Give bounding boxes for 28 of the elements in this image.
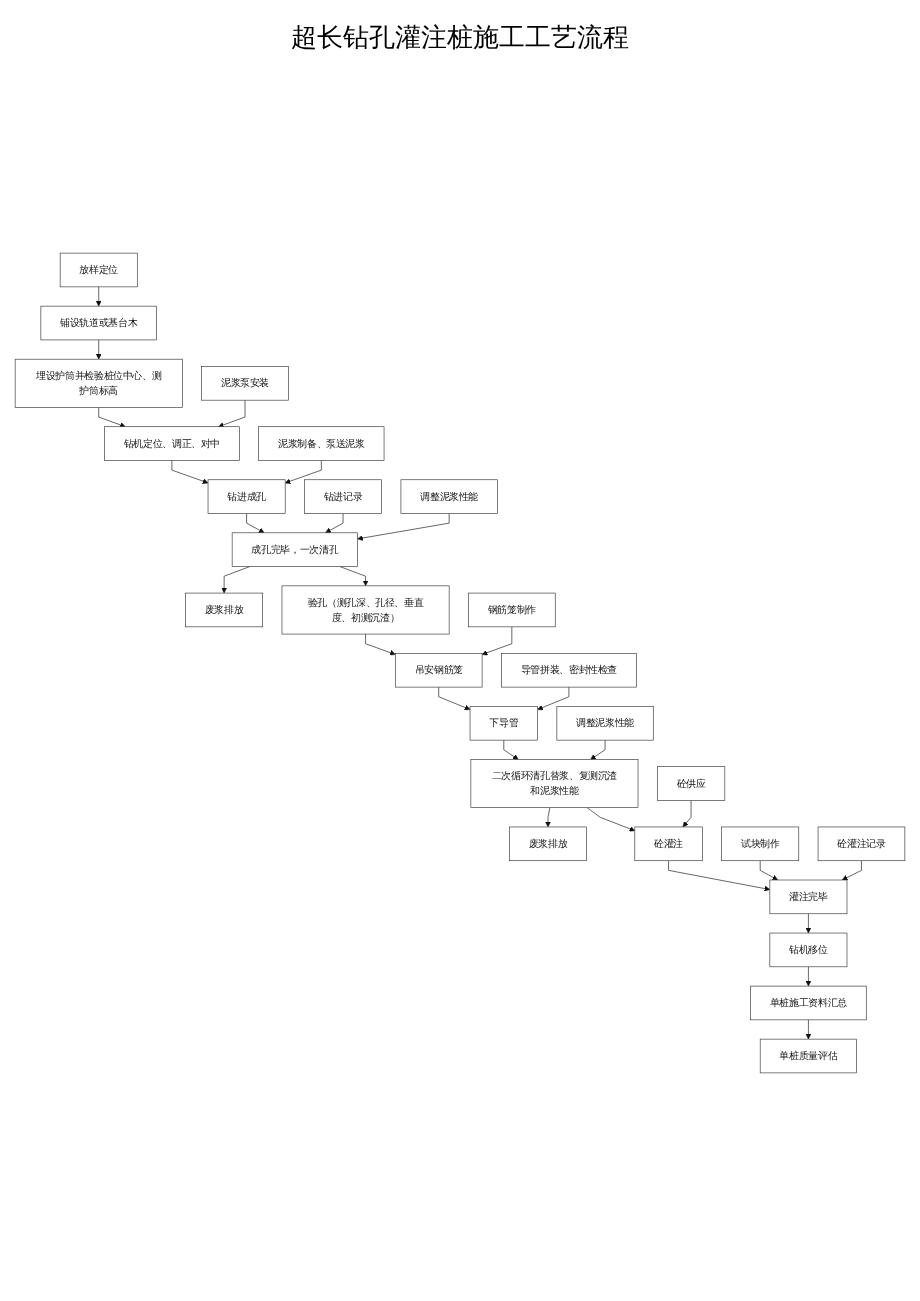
node-box: 钻进记录 xyxy=(304,479,382,514)
node-box: 泥浆泵安装 xyxy=(201,366,289,401)
node-box: 砼灌注 xyxy=(634,826,703,862)
node-box: 单桩质量评估 xyxy=(759,1038,857,1074)
node-box: 铺设轨道或基台木 xyxy=(40,305,157,341)
node-box: 单桩施工资料汇总 xyxy=(750,985,867,1021)
node-box: 验孔（测孔深、孔径、垂直度、初测沉渣） xyxy=(281,585,450,635)
node-box: 吊安钢筋笼 xyxy=(395,653,483,688)
node-box: 灌注完毕 xyxy=(769,879,848,915)
node-box: 砼供应 xyxy=(657,766,726,801)
node-box: 埋设护筒并检验桩位中心、测护筒标高 xyxy=(14,358,183,408)
node-box: 成孔完毕，一次清孔 xyxy=(231,532,358,567)
node-box: 废浆排放 xyxy=(509,826,587,862)
node-box: 钻机移位 xyxy=(769,932,848,968)
node-box: 砼灌注记录 xyxy=(817,826,906,862)
node-box: 试块制作 xyxy=(721,826,800,862)
node-box: 调整泥浆性能 xyxy=(556,706,654,741)
node-box: 下导管 xyxy=(469,706,538,741)
node-box: 钻机定位、调正、对中 xyxy=(104,426,240,461)
node-box: 废浆排放 xyxy=(185,592,263,628)
node-box: 泥浆制备、泵送泥浆 xyxy=(258,426,385,461)
diagram-title: 超长钻孔灌注桩施工工艺流程 xyxy=(290,21,630,54)
node-box: 二次循环清孔替浆、复测沉渣和泥浆性能 xyxy=(470,759,639,808)
node-box: 钢筋笼制作 xyxy=(468,592,556,628)
node-box: 调整泥浆性能 xyxy=(400,479,498,514)
node-box: 导管拼装、密封性检查 xyxy=(501,653,637,688)
node-box: 放样定位 xyxy=(59,252,138,288)
node-box: 钻进成孔 xyxy=(207,479,286,514)
